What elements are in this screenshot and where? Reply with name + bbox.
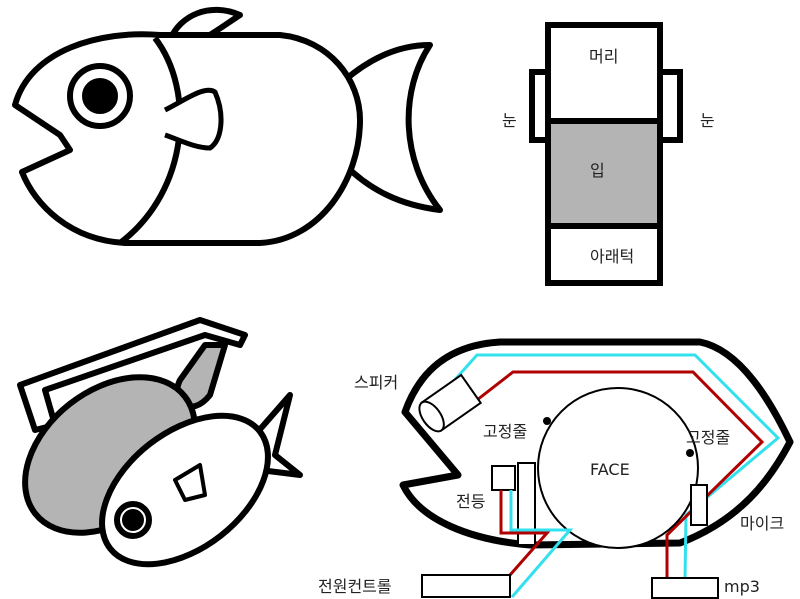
head-label: 머리: [589, 47, 618, 66]
jaw-label: 아래턱: [590, 247, 634, 266]
anchor-left-label: 고정줄: [483, 422, 527, 441]
mouth-label: 입: [590, 161, 605, 180]
speaker-icon: [418, 373, 483, 433]
power-control-box: [421, 574, 511, 598]
mp3-label: mp3: [724, 577, 760, 596]
mic-label: 마이크: [740, 514, 784, 533]
tail-fin: [342, 42, 443, 213]
fish-side-view: [12, 6, 443, 246]
head-box: [545, 22, 663, 124]
block-diagram: [529, 22, 683, 286]
eye-right-label: 눈: [700, 111, 715, 130]
power-label: 전원컨트롤: [318, 577, 392, 596]
lamp-wire-red: [499, 490, 551, 576]
mouth-box: [545, 118, 663, 229]
anchor-left-dot: [543, 417, 551, 425]
jaw-box: [545, 223, 663, 286]
speaker-label: 스피커: [354, 373, 398, 392]
pectoral-fin: [163, 87, 224, 151]
lamp-label: 전등: [456, 492, 485, 511]
fish-perspective: [17, 317, 303, 568]
eye-left-label: 눈: [502, 111, 517, 130]
fin: [173, 463, 207, 502]
pupil: [122, 509, 144, 531]
lamp-wire-cyan: [509, 490, 574, 598]
anchor-right-dot: [686, 449, 694, 457]
face-circle: [537, 387, 699, 549]
support-rect: [517, 462, 536, 546]
mic-box: [690, 484, 708, 526]
face-label: FACE: [590, 460, 630, 479]
anchor-right-label: 고정줄: [686, 428, 730, 447]
pupil: [82, 78, 118, 114]
wire-cyan: [450, 353, 781, 581]
lamp-box: [491, 465, 516, 491]
mp3-box: [651, 577, 719, 599]
schematic: [399, 338, 794, 599]
wire-red: [476, 370, 765, 580]
